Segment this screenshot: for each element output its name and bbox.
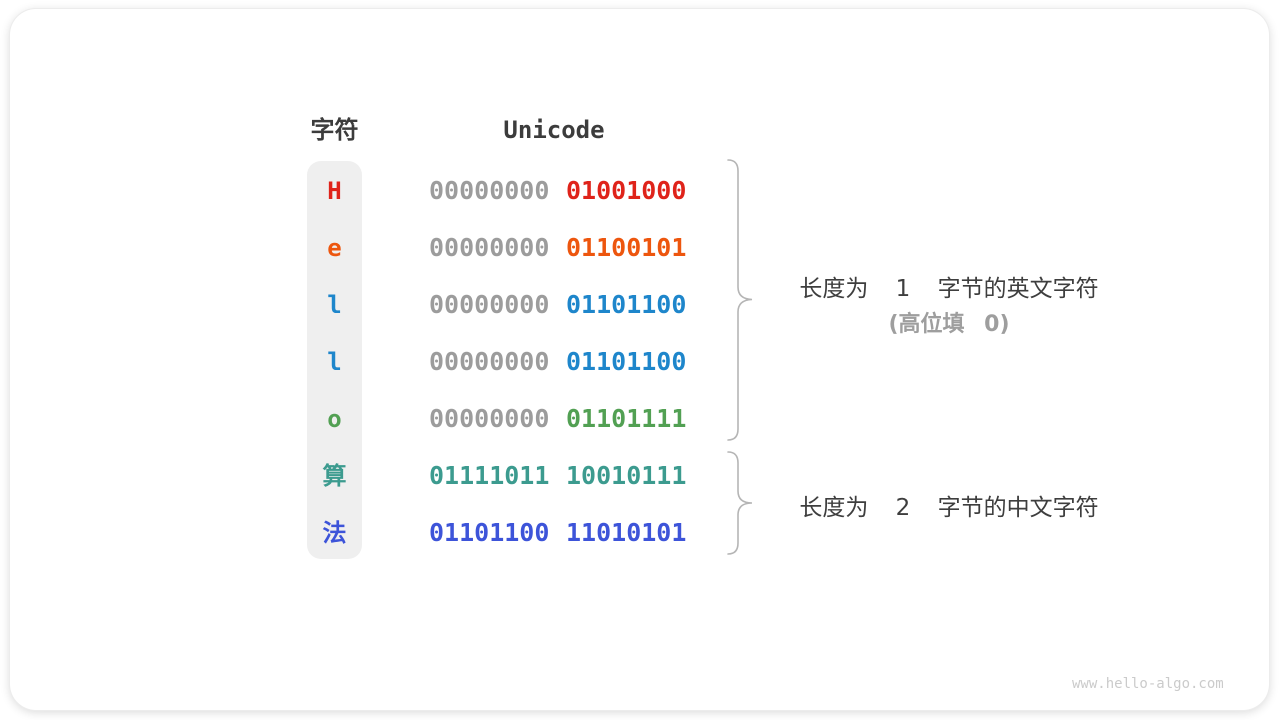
- unicode-byte-low: 01101100: [566, 347, 687, 376]
- char-cell: l: [327, 291, 342, 319]
- unicode-byte-high: 00000000: [429, 347, 550, 376]
- unicode-byte-high: 01101100: [429, 518, 550, 547]
- annotation-english-line1: 长度为 1 字节的英文字符: [799, 276, 1099, 302]
- unicode-byte-low: 11010101: [566, 518, 687, 547]
- unicode-byte-low: 01101111: [566, 404, 687, 433]
- table-row: l 00000000 01101100: [0, 347, 1280, 376]
- column-header-char: 字符: [310, 116, 359, 144]
- table-row: e 00000000 01100101: [0, 233, 1280, 262]
- column-header-unicode: Unicode: [503, 116, 605, 144]
- unicode-byte-high: 00000000: [429, 404, 550, 433]
- char-cell: l: [327, 348, 342, 376]
- unicode-byte-high: 01111011: [429, 461, 550, 490]
- char-cell: e: [327, 234, 342, 262]
- annotation-english-line2: (高位填 0): [888, 312, 1010, 337]
- table-row: l 00000000 01101100: [0, 290, 1280, 319]
- table-row: o 00000000 01101111: [0, 404, 1280, 433]
- unicode-byte-high: 00000000: [429, 290, 550, 319]
- unicode-byte-high: 00000000: [429, 233, 550, 262]
- unicode-byte-high: 00000000: [429, 176, 550, 205]
- char-cell: H: [327, 177, 342, 205]
- table-row: H 00000000 01001000: [0, 176, 1280, 205]
- char-column-background: [307, 161, 362, 559]
- brace-chinese-group: [727, 451, 753, 555]
- unicode-byte-low: 01100101: [566, 233, 687, 262]
- char-cell: 法: [322, 519, 347, 547]
- char-cell: o: [327, 405, 342, 433]
- unicode-byte-low: 01101100: [566, 290, 687, 319]
- watermark-url: www.hello-algo.com: [1072, 676, 1224, 692]
- char-cell: 算: [322, 462, 347, 490]
- brace-english-group: [727, 159, 753, 441]
- figure-card: [10, 9, 1269, 710]
- annotation-chinese-line1: 长度为 2 字节的中文字符: [799, 495, 1099, 521]
- table-row: 法 01101100 11010101: [0, 518, 1280, 547]
- table-row: 算 01111011 10010111: [0, 461, 1280, 490]
- unicode-byte-low: 01001000: [566, 176, 687, 205]
- unicode-byte-low: 10010111: [566, 461, 687, 490]
